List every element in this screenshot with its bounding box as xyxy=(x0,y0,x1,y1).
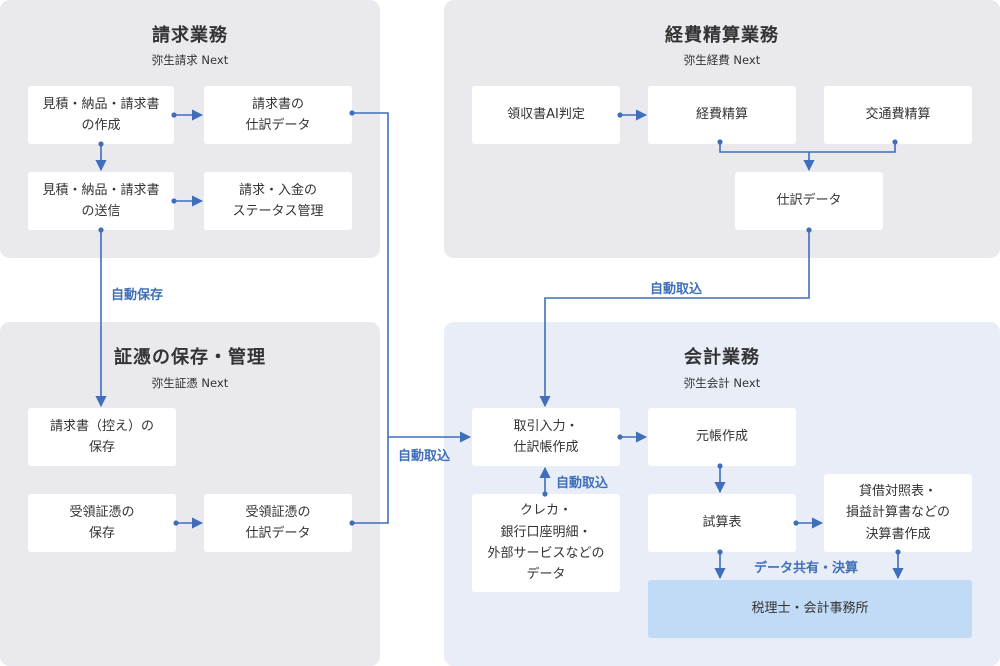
expense-settlement-box: 経費精算 xyxy=(648,86,796,144)
received-journal-box: 受領証憑の 仕訳データ xyxy=(204,494,352,552)
auto-import-left-label: 自動取込 xyxy=(398,449,451,464)
billing-title: 請求業務 xyxy=(152,25,228,46)
financial-statements-box: 貸借対照表・ 損益計算書などの 決算書作成 xyxy=(824,474,972,552)
voucher-title: 証憑の保存・管理 xyxy=(114,347,266,368)
expense-title: 経費精算業務 xyxy=(665,25,779,46)
expense-subtitle: 弥生経費 Next xyxy=(683,53,761,67)
received-voucher-box: 受領証憑の 保存 xyxy=(28,494,176,552)
transport-settlement-box: 交通費精算 xyxy=(824,86,972,144)
invoice-copy-box: 請求書（控え）の 保存 xyxy=(28,408,176,466)
billing-subtitle: 弥生請求 Next xyxy=(151,53,229,67)
auto-save-label: 自動保存 xyxy=(111,288,164,303)
ledger-box: 元帳作成 xyxy=(648,408,796,466)
billing-send-box: 見積・納品・請求書 の送信 xyxy=(28,172,174,230)
billing-create-box: 見積・納品・請求書 の作成 xyxy=(28,86,174,144)
accounting-subtitle: 弥生会計 Next xyxy=(683,376,761,390)
external-data-box: クレカ・ 銀行口座明細・ 外部サービスなどの データ xyxy=(472,494,620,592)
voucher-subtitle: 弥生証憑 Next xyxy=(151,376,229,390)
expense-journal-box: 仕訳データ xyxy=(735,172,883,230)
billing-journal-box: 請求書の 仕訳データ xyxy=(204,86,352,144)
data-share-label: データ共有・決算 xyxy=(754,561,859,576)
trial-balance-box: 試算表 xyxy=(648,494,796,552)
receipt-ai-box: 領収書AI判定 xyxy=(472,86,620,144)
auto-import-sources-label: 自動取込 xyxy=(556,476,609,491)
accounting-title: 会計業務 xyxy=(684,347,760,368)
entry-box: 取引入力・ 仕訳帳作成 xyxy=(472,408,620,466)
tax-office-box: 税理士・会計事務所 xyxy=(648,580,972,638)
auto-import-expense-label: 自動取込 xyxy=(650,282,703,297)
billing-status-box: 請求・入金の ステータス管理 xyxy=(204,172,352,230)
